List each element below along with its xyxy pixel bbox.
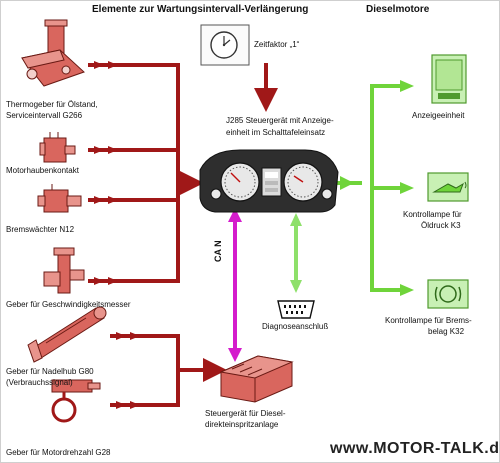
diesel-ecu-icon	[219, 355, 294, 403]
instrument-cluster-icon	[199, 149, 339, 213]
output-arrowheads	[340, 80, 414, 296]
rpm-sensor-label: Geber für Motordrehzahl G28	[6, 448, 111, 457]
zeitfaktor-label: Zeitfaktor „1“	[254, 40, 300, 49]
can-bus-arrow	[228, 208, 242, 362]
brake-switch-icon	[37, 184, 82, 213]
diagram-subtitle: Dieselmotore	[366, 4, 430, 15]
oil-pressure-lamp-icon	[427, 172, 469, 202]
display-unit-icon	[431, 54, 467, 104]
needle-lift-label-line2: (Verbrauchssignal)	[6, 378, 73, 387]
needle-lift-label-line1: Geber für Nadelhub G80	[6, 367, 94, 376]
input-wiring	[88, 63, 278, 407]
diagnose-connector-icon	[277, 300, 315, 319]
pad-lamp-label-line1: Kontrollampe für Brems-	[385, 316, 472, 325]
can-label: CA N	[213, 240, 223, 262]
hood-contact-label: Motorhaubenkontakt	[6, 166, 79, 175]
diagram-title: Elemente zur Wartungsintervall-Verlänger…	[92, 4, 309, 15]
rpm-sensor-icon	[51, 379, 101, 423]
center-label-line2: einheit im Schalttafeleinsatz	[226, 128, 326, 137]
thermo-label-line2: Serviceintervall G266	[6, 111, 83, 120]
oil-level-sensor-icon	[21, 19, 85, 87]
speed-sensor-label: Geber für Geschwindigkeitsmesser	[6, 300, 131, 309]
clock-icon	[200, 24, 250, 66]
output-wiring	[335, 84, 405, 292]
brake-switch-label: Bremswächter N12	[6, 225, 75, 234]
oil-lamp-label-line2: Öldruck K3	[421, 221, 461, 230]
diagnose-link-arrow	[290, 213, 302, 293]
diagnose-label: Diagnoseanschluß	[262, 322, 329, 331]
needle-lift-sensor-icon	[27, 306, 107, 363]
input-arrowheads	[94, 61, 140, 409]
pad-lamp-label-line2: belag K32	[428, 327, 465, 336]
display-unit-label: Anzeigeeinheit	[412, 111, 465, 120]
ecu-label-line1: Steuergerät für Diesel-	[205, 409, 286, 418]
watermark: www.MOTOR-TALK.de	[330, 440, 500, 457]
hood-contact-icon	[39, 132, 76, 163]
ecu-label-line2: direkteinspritzanlage	[205, 420, 279, 429]
thermo-label-line1: Thermogeber für Ölstand,	[6, 100, 98, 109]
brake-pad-lamp-icon	[427, 279, 469, 309]
oil-lamp-label-line1: Kontrollampe für	[403, 210, 462, 219]
center-label-line1: J285 Steuergerät mit Anzeige-	[226, 116, 334, 125]
speed-sensor-icon	[43, 247, 85, 294]
